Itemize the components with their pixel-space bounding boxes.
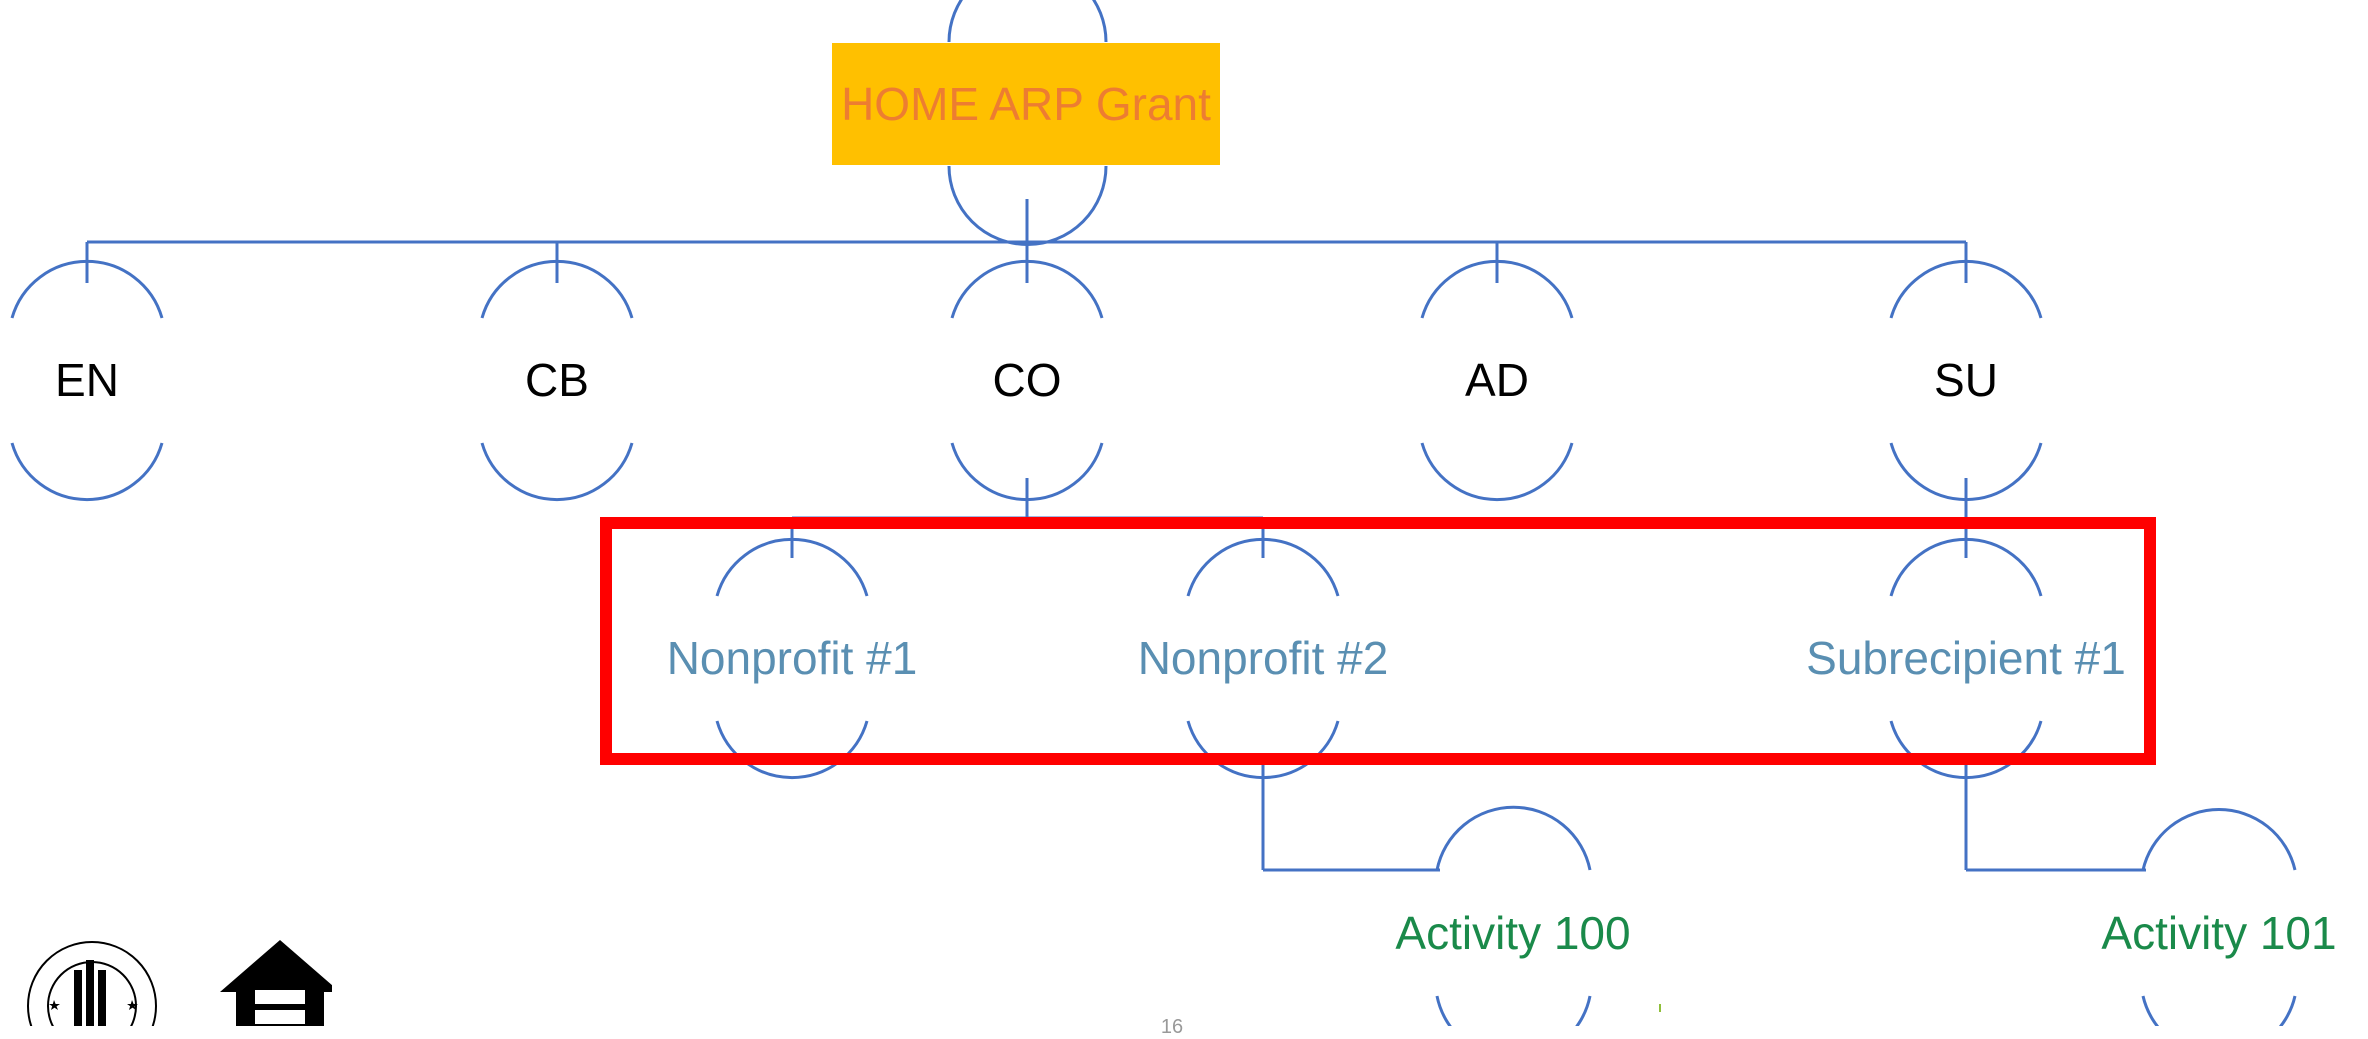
arc-activity-100 [1435,805,1592,1026]
node-nonprofit-2-label: Nonprofit #2 [1137,632,1389,684]
hud-seal-icon [27,941,157,1026]
node-subrecipient-1-label: Subrecipient #1 [1806,632,2126,684]
footer-logos [27,940,332,1026]
page-number: 16 [1160,1016,1184,1038]
arc-en [10,259,164,502]
node-en-label: EN [55,354,119,406]
highlight-box [600,517,2156,765]
equal-housing-icon [220,940,332,1026]
arc-activity-101 [2141,808,2297,1026]
node-su-label: SU [1934,354,1998,406]
node-ad-label: AD [1465,354,1529,406]
root-node-label: HOME ARP Grant [841,78,1211,130]
node-nonprofit-1-label: Nonprofit #1 [666,632,918,684]
arc-nonprofit-1 [715,537,869,780]
node-co-label: CO [992,354,1062,406]
node-cb-label: CB [525,354,589,406]
arc-ad [1420,259,1574,502]
node-activity-100-label: Activity 100 [1395,907,1631,959]
root-node-box: HOME ARP Grant [832,43,1220,165]
root-arc-top [947,0,1108,43]
arc-cb [480,259,634,502]
node-activity-101-label: Activity 101 [2101,907,2337,959]
